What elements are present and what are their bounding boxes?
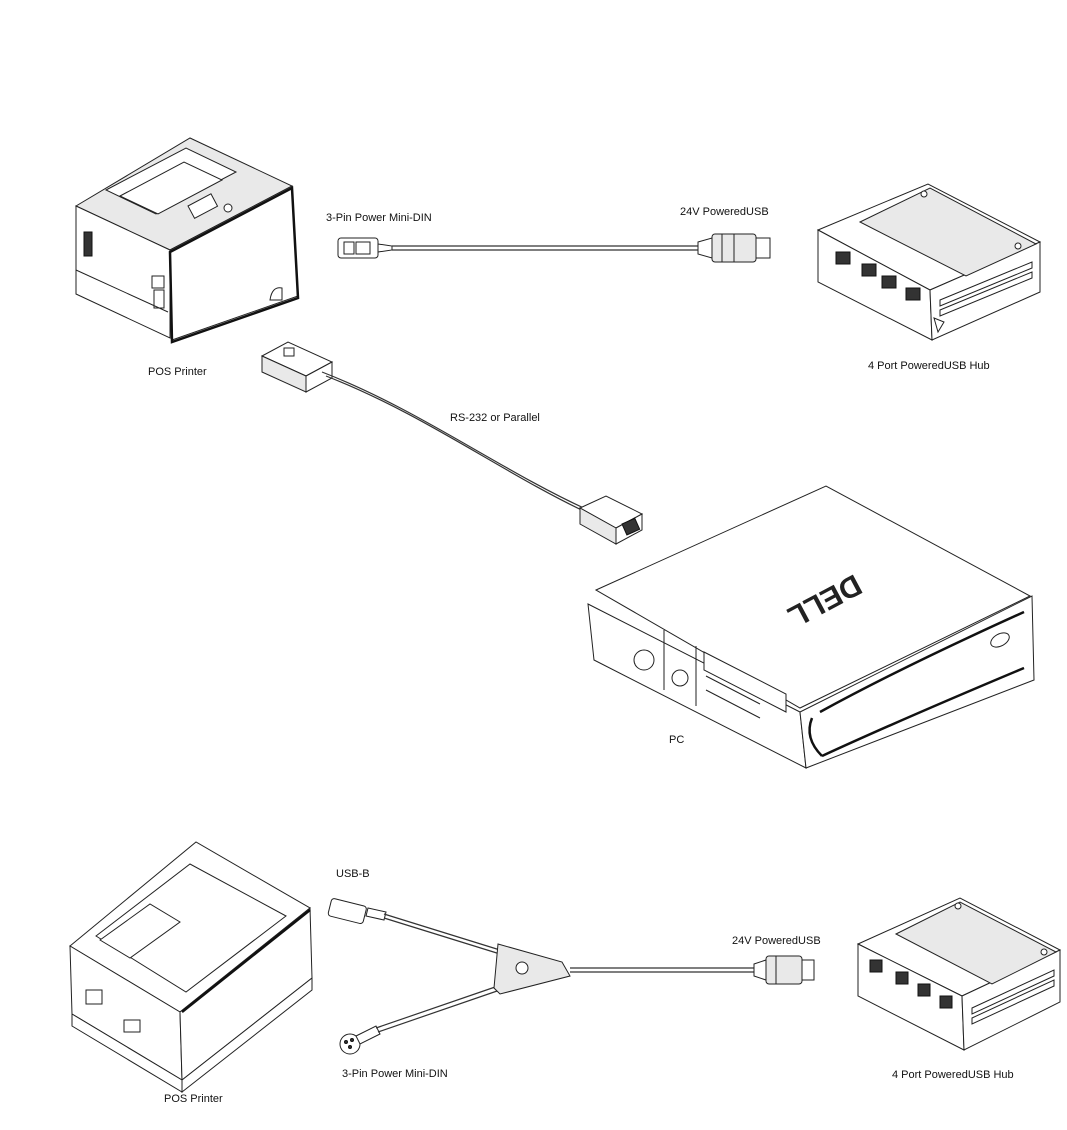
usb-hub-bottom-label: 4 Port PoweredUSB Hub [892, 1069, 1014, 1081]
usb-b-label: USB-B [336, 868, 370, 880]
power-mini-din-top-label: 3-Pin Power Mini-DIN [326, 212, 432, 224]
pos-printer-top-illustration [74, 137, 300, 344]
pos-printer-bottom-label: POS Printer [164, 1093, 223, 1105]
serial-cable-label: RS-232 or Parallel [450, 412, 540, 424]
usb-hub-bottom-illustration [856, 897, 1062, 1051]
usb-hub-top-illustration [816, 183, 1042, 341]
y-power-cable-illustration [327, 898, 815, 1055]
pos-printer-bottom-illustration [69, 841, 313, 1094]
powered-usb-top-label: 24V PoweredUSB [680, 206, 769, 218]
powered-usb-bottom-label: 24V PoweredUSB [732, 935, 821, 947]
usb-hub-top-label: 4 Port PoweredUSB Hub [868, 360, 990, 372]
pos-printer-top-label: POS Printer [148, 366, 207, 378]
pc-label: PC [669, 734, 685, 746]
pc-illustration [587, 485, 1035, 769]
serial-cable-illustration [260, 341, 644, 545]
power-mini-din-bottom-label: 3-Pin Power Mini-DIN [342, 1068, 448, 1080]
power-cable-top-illustration [337, 233, 771, 263]
